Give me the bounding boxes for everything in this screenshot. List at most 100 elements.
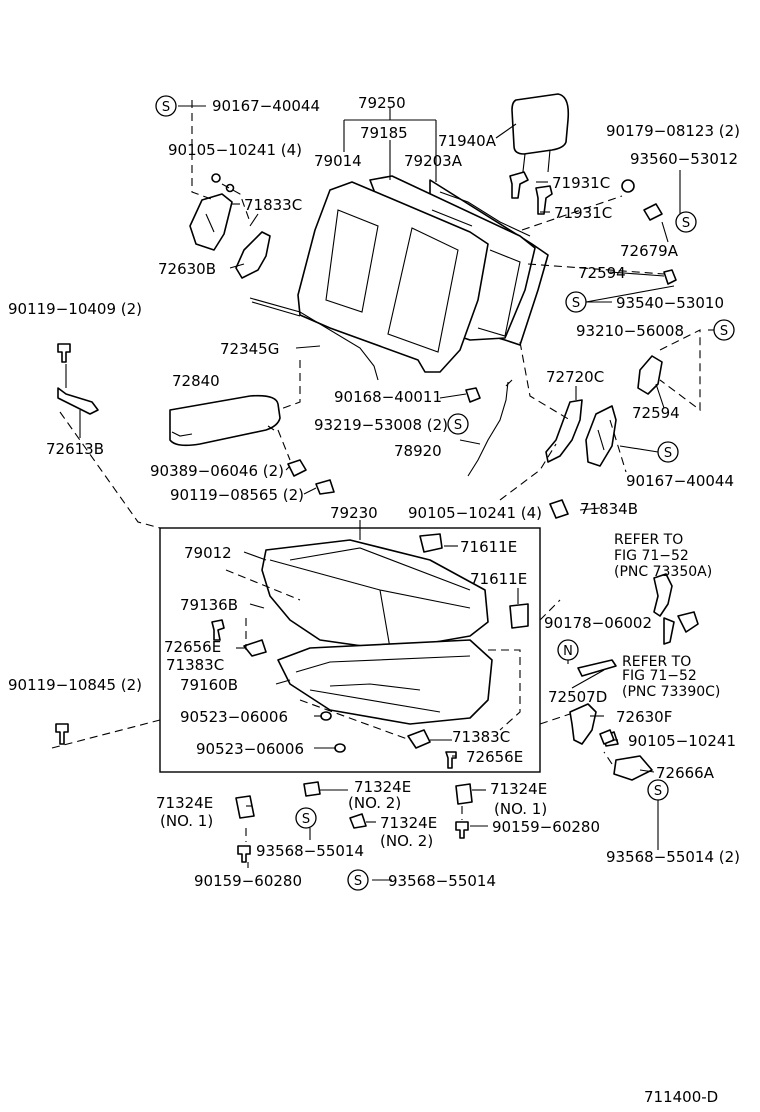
label-79160b: 79160B	[180, 676, 238, 694]
label-71324e-no1: 71324E	[490, 780, 547, 798]
svg-text:S: S	[654, 784, 662, 799]
svg-text:S: S	[454, 418, 462, 433]
label-72507d: 72507D	[548, 688, 607, 706]
label-90159-60280: 90159−60280	[194, 872, 302, 890]
label-72656e: 72656E	[466, 748, 523, 766]
symbol-s: S	[647, 779, 669, 801]
symbol-n: N	[557, 639, 579, 661]
seat-back-assembly	[297, 175, 549, 373]
label-79230: 79230	[330, 504, 378, 522]
label-71940a: 71940A	[438, 132, 497, 150]
symbol-s: S	[347, 869, 369, 891]
label-72666a: 72666A	[656, 764, 715, 782]
label-72613b: 72613B	[46, 440, 104, 458]
armrest-bolts	[287, 459, 335, 495]
label-79203a: 79203A	[404, 152, 463, 170]
label-79250: 79250	[358, 94, 406, 112]
label-90523-06006: 90523−06006	[180, 708, 288, 726]
label-79185: 79185	[360, 124, 408, 142]
label-90105-10241-4: 90105−10241 (4)	[168, 141, 302, 159]
label-78920: 78920	[394, 442, 442, 460]
label-93568-55014-2: 93568−55014 (2)	[606, 848, 740, 866]
headrest-support	[509, 171, 553, 215]
label-71324e-no1: 71324E	[156, 794, 213, 812]
label-72630f: 72630F	[616, 708, 672, 726]
svg-text:S: S	[354, 874, 362, 889]
label-71931c: 71931C	[554, 204, 612, 222]
label-72720c: 72720C	[546, 368, 604, 386]
label-93540-53010: 93540−53010	[616, 294, 724, 312]
label-90523-06006: 90523−06006	[196, 740, 304, 758]
label-90119-08565: 90119−08565 (2)	[170, 486, 304, 504]
refer-to-73350a: (PNC 73350A)	[614, 564, 712, 580]
label-71324e-no2: 71324E	[380, 814, 437, 832]
seat-back-hinge-left	[189, 173, 271, 279]
label-71324e-no2: 71324E	[354, 778, 411, 796]
diagram-code: 711400-D	[644, 1088, 718, 1106]
label-90178-06002: 90178−06002	[544, 614, 652, 632]
refer-to-73390c: FIG 71−52	[622, 668, 697, 684]
label-93568-55014: 93568−55014	[256, 842, 364, 860]
seat-small-parts	[211, 533, 529, 769]
svg-text:S: S	[162, 100, 170, 115]
seat-cushion	[261, 539, 489, 651]
label-71324e-no1: (NO. 1)	[160, 812, 213, 830]
label-90389-06046: 90389−06046 (2)	[150, 462, 284, 480]
label-72630b: 72630B	[158, 260, 216, 278]
seat-back-hinge-right	[545, 399, 617, 467]
label-90179-08123: 90179−08123 (2)	[606, 122, 740, 140]
seat-pads	[55, 723, 473, 863]
label-72840: 72840	[172, 372, 220, 390]
label-71383c: 71383C	[166, 656, 224, 674]
label-72594: 72594	[578, 264, 626, 282]
svg-text:S: S	[664, 446, 672, 461]
label-72345g: 72345G	[220, 340, 279, 358]
label-90159-60280: 90159−60280	[492, 818, 600, 836]
label-71611e: 71611E	[460, 538, 517, 556]
label-71324e-no2: (NO. 2)	[380, 832, 433, 850]
svg-text:S: S	[572, 296, 580, 311]
symbol-s: S	[155, 95, 177, 117]
headrest	[511, 93, 570, 181]
label-90119-10409: 90119−10409 (2)	[8, 300, 142, 318]
label-90167-40044: 90167−40044	[626, 472, 734, 490]
symbol-s: S	[565, 291, 587, 313]
refer-to-73350a: FIG 71−52	[614, 548, 689, 564]
label-71833c: 71833C	[244, 196, 302, 214]
svg-text:S: S	[302, 812, 310, 827]
belt-parts	[569, 573, 699, 781]
label-90119-10845: 90119−10845 (2)	[8, 676, 142, 694]
label-72679a: 72679A	[620, 242, 679, 260]
label-79012: 79012	[184, 544, 232, 562]
label-93568-55014: 93568−55014	[388, 872, 496, 890]
bracket-72613b	[57, 343, 99, 415]
symbol-s: S	[657, 441, 679, 463]
symbol-s: S	[447, 413, 469, 435]
refer-to-73350a: REFER TO	[614, 532, 683, 548]
label-71324e-no1: (NO. 1)	[494, 800, 547, 818]
refer-to-73390c: (PNC 73390C)	[622, 684, 720, 700]
label-71931c: 71931C	[552, 174, 610, 192]
svg-text:N: N	[563, 644, 573, 659]
seat-frame	[277, 639, 493, 725]
label-90168-40011: 90168−40011	[334, 388, 442, 406]
label-93560-53012: 93560−53012	[630, 150, 738, 168]
part-labels: 90167−40044 79250 79185 90105−10241 (4) …	[8, 94, 740, 1106]
label-71611e: 71611E	[470, 570, 527, 588]
label-71324e-no2: (NO. 2)	[348, 794, 401, 812]
svg-text:S: S	[720, 324, 728, 339]
label-71834b: 71834B	[580, 500, 638, 518]
armrest	[169, 394, 281, 447]
label-90105-10241: 90105−10241	[628, 732, 736, 750]
label-79136b: 79136B	[180, 596, 238, 614]
lock-rod	[249, 297, 379, 381]
label-79014: 79014	[314, 152, 362, 170]
connector-lines	[51, 100, 701, 842]
symbol-s: S	[675, 211, 697, 233]
label-72594: 72594	[632, 404, 680, 422]
label-90167-40044: 90167−40044	[212, 97, 320, 115]
label-93210-56008: 93210−56008	[576, 322, 684, 340]
label-71383c: 71383C	[452, 728, 510, 746]
refer-to-73390c: REFER TO	[622, 654, 691, 670]
